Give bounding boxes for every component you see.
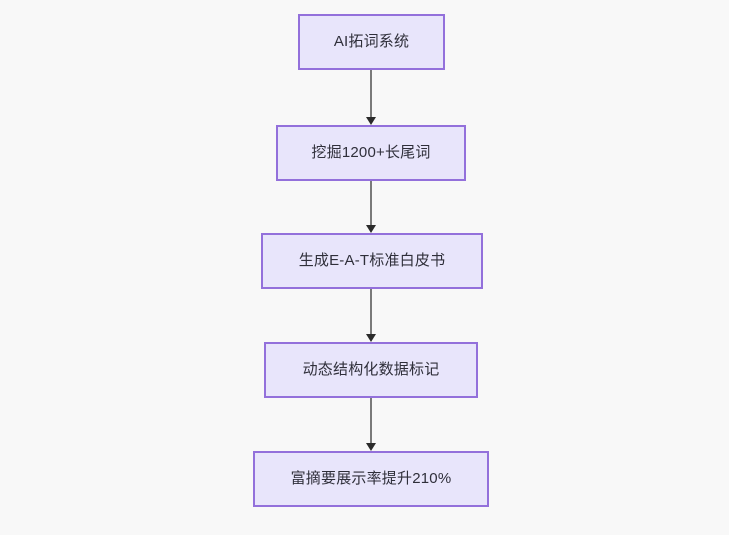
flowchart-node-n3[interactable]: 生成E-A-T标准白皮书 — [261, 233, 483, 289]
flowchart-node-n1[interactable]: AI拓词系统 — [298, 14, 445, 70]
flowchart-edge-n3-n4 — [365, 289, 377, 342]
edge-line — [370, 289, 372, 334]
arrowhead-icon — [366, 334, 376, 342]
edge-line — [370, 398, 372, 443]
edge-line — [370, 70, 372, 117]
edge-line — [370, 181, 372, 225]
flowchart-node-label: 生成E-A-T标准白皮书 — [298, 252, 446, 269]
arrowhead-icon — [366, 225, 376, 233]
flowchart-edge-n4-n5 — [365, 398, 377, 451]
arrowhead-icon — [366, 443, 376, 451]
flowchart-node-n4[interactable]: 动态结构化数据标记 — [264, 342, 478, 398]
flowchart-node-label: 挖掘1200+长尾词 — [311, 144, 431, 161]
flowchart-edge-n2-n3 — [365, 181, 377, 233]
flowchart-node-n2[interactable]: 挖掘1200+长尾词 — [276, 125, 466, 181]
flowchart-node-label: 富摘要展示率提升210% — [290, 470, 452, 487]
arrowhead-icon — [366, 117, 376, 125]
flowchart-node-label: 动态结构化数据标记 — [302, 361, 440, 378]
flowchart-node-label: AI拓词系统 — [333, 33, 410, 50]
flowchart-edge-n1-n2 — [365, 70, 377, 125]
flowchart-node-n5[interactable]: 富摘要展示率提升210% — [253, 451, 489, 507]
